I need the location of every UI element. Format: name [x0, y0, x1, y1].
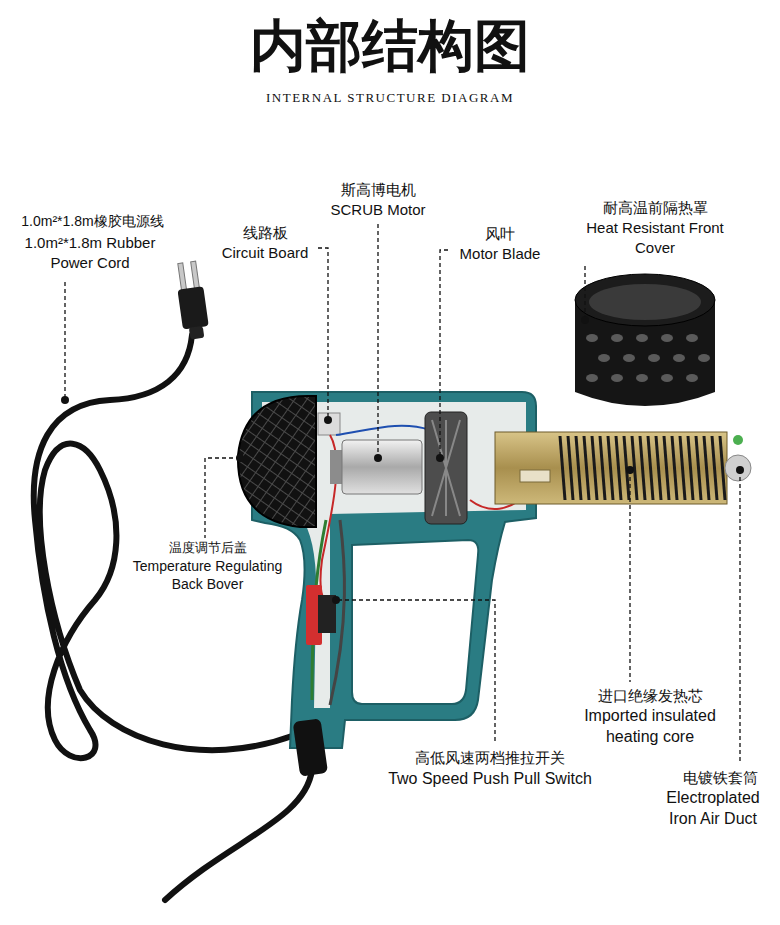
leader-dot: [736, 466, 744, 474]
part-label: Imported insulated heating core: [560, 706, 740, 748]
leader-line: [338, 600, 495, 742]
part-label: 1.0m²*1.8m Rubber Power Cord: [15, 233, 165, 272]
leader-line: [377, 224, 378, 455]
vent-hole: [661, 374, 673, 382]
part-label: 1.0m²*1.8m橡胶电源线: [10, 212, 175, 230]
part-label: 进口绝缘发热芯: [560, 686, 740, 706]
leader-dot: [626, 466, 634, 474]
vent-hole: [648, 354, 660, 362]
heating-coil: [576, 436, 581, 500]
duct-end: [725, 455, 751, 481]
heating-core: [560, 436, 725, 500]
part-label: 温度调节后盖: [120, 540, 295, 557]
leader-dot: [332, 596, 340, 604]
heating-coil: [688, 436, 693, 500]
leader-line: [629, 470, 630, 682]
vent-hole: [611, 374, 623, 382]
leader-dot: [374, 454, 382, 462]
heating-coil: [600, 436, 605, 500]
part-label: 斯高博电机: [318, 180, 438, 200]
heating-coil: [608, 436, 613, 500]
part-label: SCRUB Motor: [318, 200, 438, 220]
circuit-board: [318, 413, 340, 435]
heating-coil: [592, 436, 597, 500]
vent-hole: [623, 354, 635, 362]
cord-sleeve: [293, 718, 328, 776]
power-cord: [165, 770, 312, 900]
vent-hole: [636, 334, 648, 342]
vent-hole: [661, 334, 673, 342]
motor-blade: [425, 412, 467, 524]
part-label: 线路板: [205, 223, 325, 243]
heating-coil: [568, 436, 573, 500]
title: 内部结构图: [0, 12, 780, 79]
leader-dot: [581, 316, 589, 324]
leader-dot: [236, 454, 244, 462]
duct-end: [733, 435, 743, 445]
leader-line: [739, 470, 740, 764]
heating-coil: [584, 436, 589, 500]
heating-coil: [656, 436, 661, 500]
heating-coil: [560, 436, 565, 500]
leader-line: [584, 266, 585, 318]
vent-hole: [686, 374, 698, 382]
part-label: Electroplated Iron Air Duct: [652, 788, 774, 830]
back-cover: [238, 396, 316, 527]
subtitle: INTERNAL STRUCTURE DIAGRAM: [180, 90, 600, 107]
heating-coil: [648, 436, 653, 500]
leader-line: [64, 282, 65, 398]
vent-hole: [598, 354, 610, 362]
air-duct: [495, 432, 727, 504]
leader-line: [205, 458, 240, 538]
heating-coil: [616, 436, 621, 500]
vent-hole: [698, 354, 710, 362]
leader-dot: [324, 416, 332, 424]
leader-line: [440, 250, 448, 455]
vent-hole: [586, 374, 598, 382]
front-cover: [575, 274, 715, 406]
heating-coil: [672, 436, 677, 500]
vent-hole: [586, 334, 598, 342]
part-label: 电镀铁套筒: [665, 768, 775, 788]
vent-hole: [611, 334, 623, 342]
leader-line: [318, 248, 328, 420]
plug: [174, 261, 210, 341]
heating-coil: [720, 436, 725, 500]
heating-coil: [640, 436, 645, 500]
leader-dot: [61, 396, 69, 404]
part-label: Motor Blade: [445, 244, 555, 264]
part-label: 耐高温前隔热罩: [580, 198, 730, 218]
part-label: Temperature Regulating Back Bover: [120, 557, 295, 593]
heating-coil: [664, 436, 669, 500]
heating-coil: [696, 436, 701, 500]
part-label: 高低风速两档推拉开关: [375, 748, 605, 768]
terminal: [520, 470, 550, 482]
motor: [342, 440, 422, 494]
vent-hole: [673, 354, 685, 362]
motor-blade: [432, 420, 460, 516]
heating-coil: [712, 436, 717, 500]
part-label: 风叶: [445, 224, 555, 244]
vent-hole: [636, 374, 648, 382]
heating-coil: [704, 436, 709, 500]
part-label: Circuit Board: [205, 243, 325, 263]
wire: [336, 426, 430, 435]
handle-opening: [352, 540, 478, 704]
part-label: Two Speed Push Pull Switch: [355, 769, 625, 790]
part-label: Heat Resistant Front Cover: [580, 218, 730, 257]
heating-coil: [680, 436, 685, 500]
vent-hole: [686, 334, 698, 342]
leader-dot: [436, 454, 444, 462]
